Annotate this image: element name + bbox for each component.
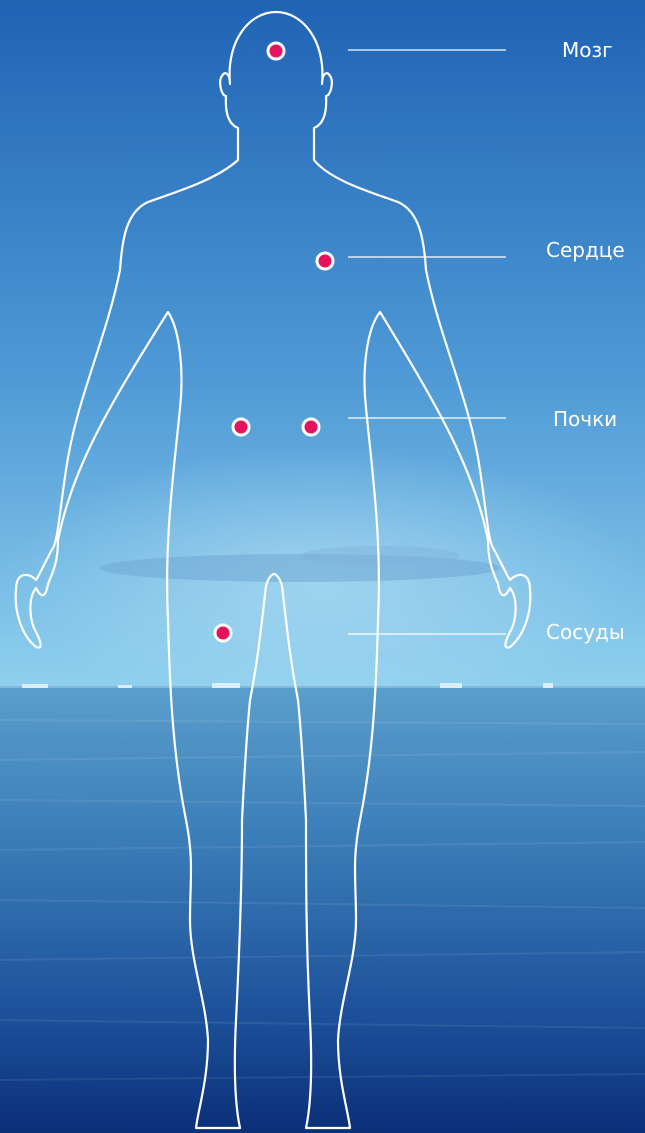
kidney-marker-right [303,419,319,435]
brain-marker [268,43,284,59]
label-brain: Мозг [562,38,613,62]
heart-marker [317,253,333,269]
label-kidneys: Почки [553,407,617,431]
label-vessels: Сосуды [546,620,625,644]
kidney-marker-left [233,419,249,435]
label-heart: Сердце [546,238,625,262]
vessel-marker [215,625,231,641]
